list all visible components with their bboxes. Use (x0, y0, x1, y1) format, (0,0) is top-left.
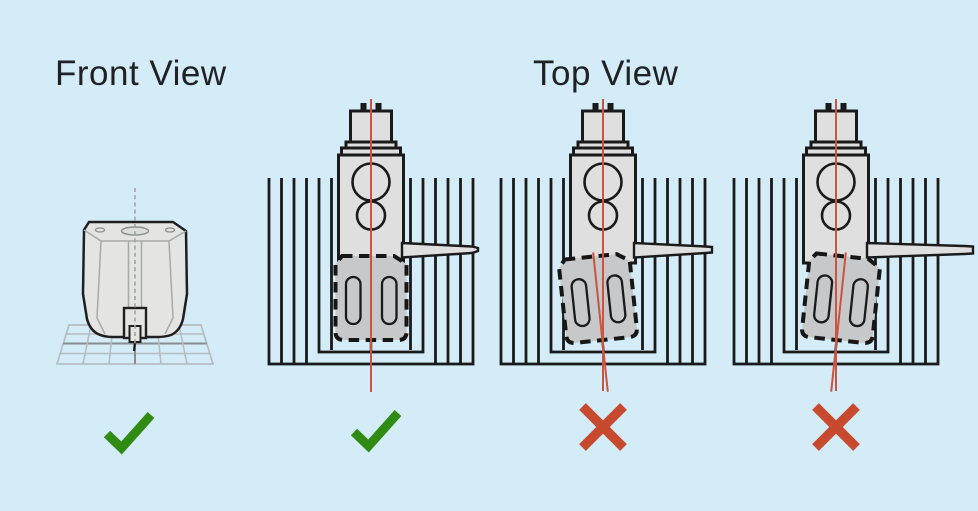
bevel-line (96, 240, 106, 335)
cartridge-top (793, 246, 884, 398)
bevel-line (168, 230, 187, 242)
bevel-line (164, 240, 174, 335)
grid-col-line (178, 324, 188, 365)
figure-front-view (55, 188, 215, 365)
finger-lift (865, 241, 975, 259)
top-face-screw-hole-left (94, 227, 106, 233)
finger-lift (632, 241, 714, 259)
front-cartridge-outline (81, 220, 189, 339)
cartridge-top (555, 246, 646, 398)
front-stylus-tip (132, 341, 137, 352)
figure-top-view-rotated-ccw (499, 99, 714, 398)
aligned-verdict-mark (354, 413, 398, 446)
front-cartridge-body (81, 220, 189, 352)
grid-col-line (82, 324, 92, 365)
top-face-screw-hole-right (164, 227, 176, 233)
rotated-cw-verdict-mark (816, 407, 857, 448)
top-view-label: Top View (533, 54, 679, 93)
bevel-line (83, 229, 102, 242)
front-view-label: Front View (55, 54, 227, 93)
figure-top-view-rotated-cw (732, 99, 975, 398)
front-view-verdict-mark (107, 415, 151, 448)
rotated-ccw-verdict-mark (583, 407, 624, 448)
figure-top-view-aligned (267, 99, 480, 394)
cartridge-rotation-group (555, 246, 646, 398)
cartridge-rotation-group (793, 246, 884, 398)
front-cartridge-bevels (83, 229, 187, 335)
finger-lift (400, 241, 480, 259)
